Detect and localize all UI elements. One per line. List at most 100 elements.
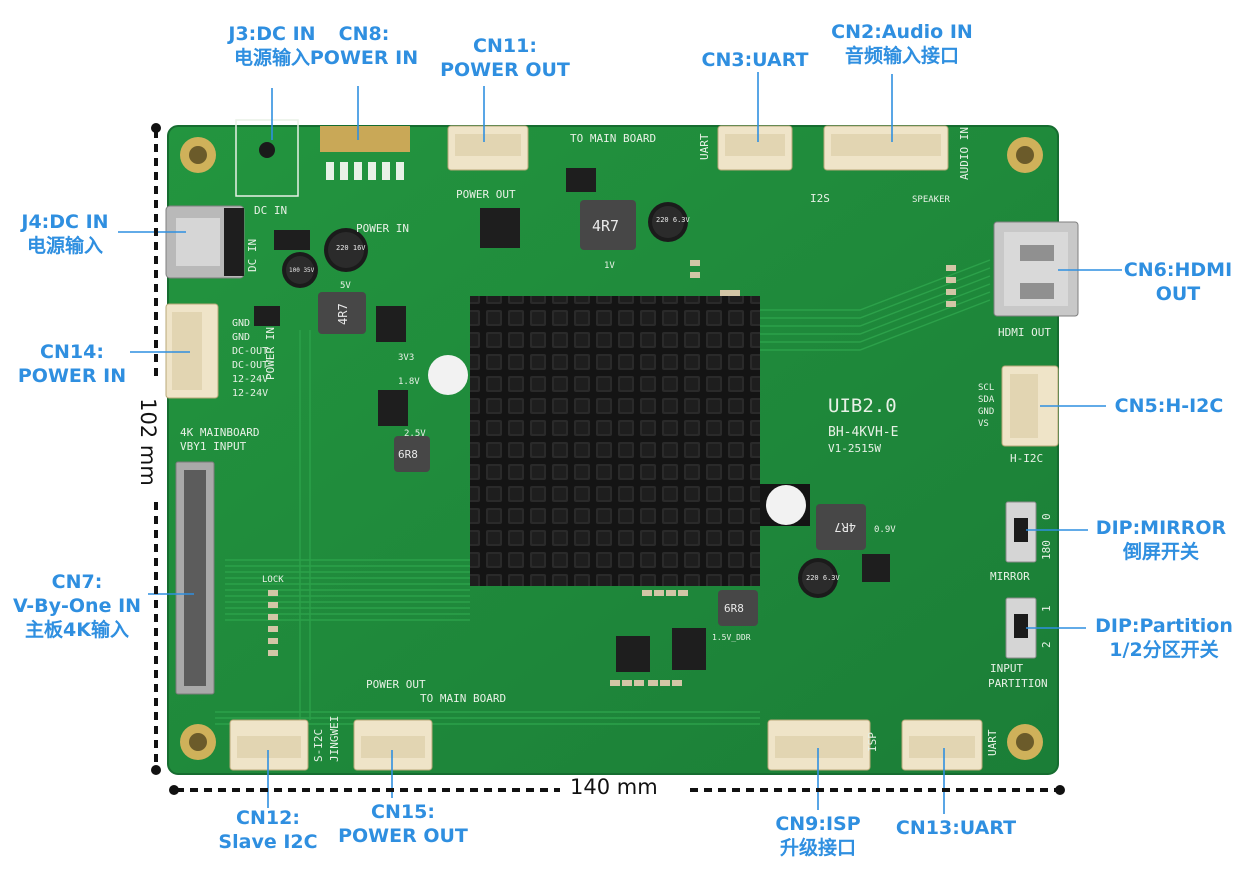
callout-cn5: CN5:H-I2C (1114, 395, 1224, 417)
silk-input-caption-2: VBY1 INPUT (180, 440, 247, 453)
silk-jingwei: JINGWEI (328, 716, 341, 762)
capacitor-power-2 (282, 252, 318, 288)
silk-to-main-board-top: TO MAIN BOARD (570, 132, 656, 145)
cn5-pin-labels: SCL SDA GND VS (978, 383, 995, 429)
marking-inductor-main: 4R7 (592, 217, 619, 235)
height-dimension-label: 102 mm (135, 398, 160, 486)
callout-cn12: CN12: Slave I2C (218, 807, 318, 853)
silk-uart-bottom: UART (986, 729, 999, 756)
silk-rail-1v: 1V (604, 261, 615, 271)
silk-rail-2v5: 2.5V (404, 429, 426, 439)
silk-rail-09v: 0.9V (874, 525, 896, 535)
silk-rail-5v: 5V (340, 281, 351, 291)
dip-partition-state-2: 2 (1040, 641, 1053, 648)
connector-cn3 (717, 125, 793, 171)
dip-mirror-state-0: 0 (1040, 513, 1053, 520)
silk-lock: LOCK (262, 575, 284, 585)
silk-power-in-side: POWER IN (264, 327, 277, 380)
dip-partition-state-1: 1 (1040, 605, 1053, 612)
smd-components (268, 260, 956, 686)
callout-j3: J3:DC IN 电源输入 (228, 23, 316, 69)
inductor-small (394, 436, 430, 472)
dip-mirror-state-180: 180 (1040, 540, 1053, 560)
marking-cap-top: 220 6.3V (656, 216, 691, 224)
connector-cn12 (229, 719, 309, 771)
marking-inductor-small: 6R8 (398, 448, 418, 461)
silk-dc-in: DC IN (254, 204, 287, 217)
capacitor-power (324, 228, 368, 272)
silk-audio-in: AUDIO IN (958, 127, 971, 180)
silk-board-version: V1-2515W (828, 442, 881, 455)
marking-inductor-left: 4R7 (336, 303, 350, 325)
connector-j4 (165, 205, 245, 279)
dip-switch-partition (1005, 597, 1037, 659)
silk-h-i2c: H-I2C (1010, 452, 1043, 465)
connector-cn11 (447, 125, 529, 171)
callout-cn6: CN6:HDMI OUT (1123, 259, 1233, 305)
marking-cap-right: 220 6.3V (806, 574, 841, 582)
cn5-pin: GND (978, 407, 994, 417)
silk-input: INPUT (990, 662, 1023, 675)
callout-cn3: CN3:UART (701, 49, 809, 71)
inductor-ddr (718, 590, 758, 626)
silk-power-out-bottom: POWER OUT (366, 678, 426, 691)
cn5-pin: SCL (978, 383, 994, 393)
silk-speaker: SPEAKER (912, 195, 951, 205)
heatsink (428, 296, 810, 586)
mounting-holes (180, 137, 1043, 760)
silk-board-name: UIB2.0 (828, 395, 897, 417)
cn14-pin-labels: GND GND DC-OUT DC-OUT 12-24V 12-24V (232, 318, 268, 399)
connector-cn9 (767, 719, 871, 771)
capacitor-right (798, 558, 838, 598)
pcb-traces (215, 259, 991, 725)
callout-leaders (118, 72, 1122, 814)
dip-switch-mirror (1005, 501, 1037, 563)
silk-rail-3v3: 3V3 (398, 353, 414, 363)
inductor-main (580, 200, 636, 250)
cn14-pin: GND (232, 332, 250, 343)
connector-cn7 (175, 461, 215, 695)
cn14-pin: 12-24V (232, 374, 268, 385)
marking-inductor-right: 4R7 (834, 520, 856, 534)
capacitor-top (648, 202, 688, 242)
silk-isp: ISP (866, 732, 879, 752)
marking-cap-power-2: 100 35V (289, 267, 315, 274)
callout-dip-partition: DIP:Partition 1/2分区开关 (1095, 615, 1233, 661)
callout-cn7: CN7: V-By-One IN 主板4K输入 (12, 571, 142, 641)
cn5-pin: VS (978, 419, 989, 429)
callout-cn13: CN13:UART (895, 817, 1017, 839)
silk-i2s: I2S (810, 192, 830, 205)
cn14-pin: GND (232, 318, 250, 329)
ic-chips (254, 168, 890, 672)
inductor-right (816, 504, 866, 550)
callout-cn9: CN9:ISP 升级接口 (775, 813, 861, 859)
inductor-left (318, 292, 366, 334)
callout-cn14: CN14: POWER IN (17, 341, 127, 387)
silk-input-caption-1: 4K MAINBOARD (180, 426, 259, 439)
connector-cn14 (165, 303, 219, 399)
connector-cn15 (353, 719, 433, 771)
connector-cn13 (901, 719, 983, 771)
silk-power-in: POWER IN (356, 222, 409, 235)
silk-rail-1v8: 1.8V (398, 377, 420, 387)
cn14-pin: 12-24V (232, 388, 268, 399)
connector-cn2 (823, 125, 949, 171)
connector-cn8 (320, 126, 410, 180)
silk-partition: PARTITION (988, 677, 1048, 690)
marking-cap-power: 220 16V (336, 244, 366, 252)
dimension-lines (154, 130, 1058, 792)
silk-s-i2c: S-I2C (312, 729, 325, 762)
connector-cn6 (993, 221, 1079, 317)
silk-mirror: MIRROR (990, 570, 1030, 583)
silk-to-main-board-bottom: TO MAIN BOARD (420, 692, 506, 705)
width-dimension-label: 140 mm (570, 775, 658, 799)
cn14-pin: DC-OUT (232, 360, 268, 371)
silk-board-model: BH-4KVH-E (828, 425, 898, 440)
silk-hdmi-out: HDMI OUT (998, 326, 1051, 339)
callout-cn2: CN2:Audio IN 音频输入接口 (831, 21, 973, 67)
silk-dc-in-side: DC IN (246, 239, 259, 272)
cn5-pin: SDA (978, 395, 995, 405)
silk-rail-ddr: 1.5V_DDR (712, 633, 751, 642)
silk-uart: UART (698, 133, 711, 160)
